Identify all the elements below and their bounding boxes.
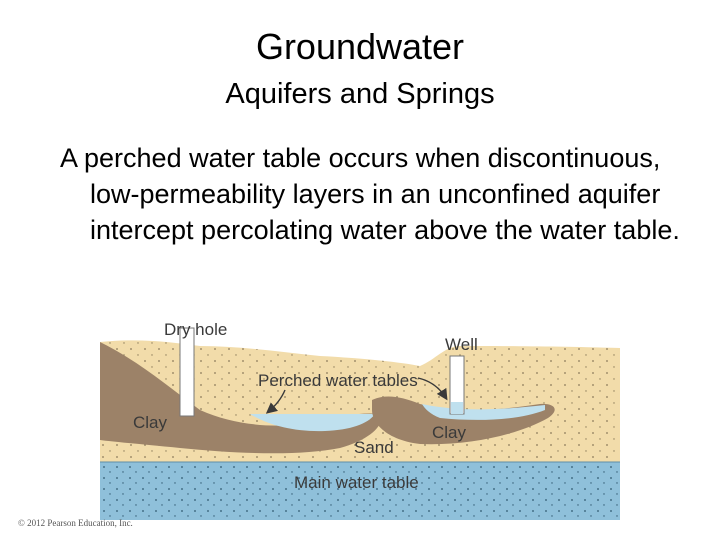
- sand-label: Sand: [354, 438, 394, 457]
- well-label: Well: [445, 335, 478, 354]
- main-water-table-label: Main water table: [294, 473, 419, 492]
- arrow-to-left-perched-water: [265, 389, 286, 414]
- dry-hole-label: Dry hole: [164, 320, 227, 339]
- diagram-svg: Dry hole Well Perched water tables Clay …: [100, 320, 620, 520]
- slide-body-text: A perched water table occurs when discon…: [60, 143, 680, 245]
- perched-water-left: [250, 414, 375, 432]
- perched-water-tables-label: Perched water tables: [258, 371, 418, 390]
- slide-subtitle: Aquifers and Springs: [225, 78, 495, 110]
- perched-water-right: [422, 404, 545, 420]
- dry-hole: [179, 327, 195, 417]
- clay-label-right: Clay: [432, 423, 467, 442]
- perched-water-table-diagram: Dry hole Well Perched water tables Clay …: [100, 310, 620, 520]
- slide-title: Groundwater: [255, 26, 465, 67]
- arrow-to-right-perched-water: [417, 377, 448, 401]
- clay-label-left: Clay: [133, 413, 168, 432]
- copyright-notice: © 2012 Pearson Education, Inc.: [18, 518, 133, 528]
